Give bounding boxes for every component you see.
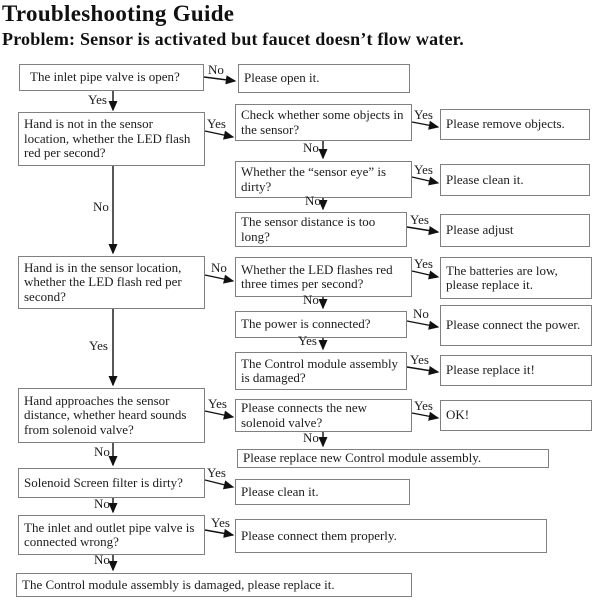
edge-label-dist-yes: Yes	[410, 212, 429, 227]
flow-box-sensor-eye-dirty: Whether the “sensor eye” is dirty?	[235, 161, 412, 198]
edge-label-inlet-yes: Yes	[88, 92, 107, 107]
flow-box-connect-properly: Please connect them properly.	[235, 519, 547, 553]
flow-box-final-damaged: The Control module assembly is damaged, …	[16, 573, 412, 597]
flow-box-control-damaged: The Control module assembly is damaged?	[235, 352, 407, 390]
edge-label-led3-yes: Yes	[414, 256, 433, 271]
edge-label-handnot-yes: Yes	[207, 116, 226, 131]
arrow-inlet-no	[203, 75, 237, 85]
flow-box-clean-it: Please clean it.	[440, 164, 590, 196]
edge-label-ctrl-yes: Yes	[410, 352, 429, 367]
edge-label-handin-yes: Yes	[89, 338, 108, 353]
arrow-approach-yes	[204, 410, 235, 420]
arrow-pipes-yes	[204, 528, 235, 538]
flow-box-replace-it: Please replace it!	[440, 355, 592, 386]
problem-statement: Problem: Sensor is activated but faucet …	[2, 29, 464, 49]
flow-box-hand-approaches: Hand approaches the sensor distance, whe…	[18, 388, 205, 443]
flow-box-power-connected: The power is connected?	[235, 311, 407, 338]
arrow-handnot-yes	[204, 130, 235, 140]
flow-box-please-adjust: Please adjust	[440, 214, 590, 247]
edge-label-eye-no: No	[305, 193, 321, 208]
edge-label-power-yes: Yes	[298, 333, 317, 348]
flow-box-replace-new-control: Please replace new Control module assemb…	[237, 449, 549, 468]
flow-box-hand-not-in-sensor: Hand is not in the sensor location, whet…	[18, 112, 205, 166]
edge-label-eye-yes: Yes	[414, 162, 433, 177]
edge-label-approach-no: No	[94, 444, 110, 459]
flow-box-inlet-valve-open: The inlet pipe valve is open?	[19, 64, 204, 91]
edge-label-approach-yes: Yes	[208, 396, 227, 411]
flow-box-open-it: Please open it.	[238, 64, 410, 93]
flow-box-ok: OK!	[440, 400, 592, 431]
flow-box-led-flashes-three: Whether the LED flashes red three times …	[235, 257, 412, 297]
flow-box-clean-it-2: Please clean it.	[235, 479, 410, 505]
flow-box-connect-new-solenoid: Please connects the new solenoid valve?	[235, 399, 412, 432]
flow-box-objects-in-sensor: Check whether some objects in the sensor…	[235, 104, 412, 141]
edge-label-solenoid-yes: Yes	[414, 398, 433, 413]
arrow-objects-yes	[411, 120, 440, 130]
arrow-dist-yes	[406, 226, 440, 236]
flow-box-sensor-distance-long: The sensor distance is too long?	[235, 212, 407, 247]
flow-box-inlet-outlet-wrong: The inlet and outlet pipe valve is conne…	[18, 515, 205, 555]
arrow-solenoid-yes	[411, 411, 440, 421]
page-title: Troubleshooting Guide	[2, 1, 235, 26]
arrow-handin-no	[204, 274, 235, 284]
edge-label-handin-no: No	[211, 260, 227, 275]
edge-label-filter-no: No	[94, 496, 110, 511]
arrow-led3-yes	[411, 270, 440, 280]
arrow-ctrl-yes	[406, 366, 440, 376]
flow-box-batteries-low: The batteries are low, please replace it…	[440, 257, 592, 299]
edge-label-filter-yes: Yes	[207, 465, 226, 480]
arrow-filter-yes	[204, 479, 235, 490]
flow-box-solenoid-filter-dirty: Solenoid Screen filter is dirty?	[18, 468, 205, 498]
edge-label-objects-yes: Yes	[414, 107, 433, 122]
flow-box-connect-power: Please connect the power.	[440, 305, 592, 346]
flow-box-hand-in-sensor: Hand is in the sensor location, whether …	[18, 256, 205, 309]
arrow-power-no	[406, 320, 440, 330]
edge-label-objects-no: No	[303, 140, 319, 155]
edge-label-pipes-yes: Yes	[211, 515, 230, 530]
arrow-eye-yes	[411, 176, 440, 186]
edge-label-inlet-no: No	[208, 62, 224, 77]
edge-label-handnot-no: No	[93, 199, 109, 214]
edge-label-led3-no: No	[303, 292, 319, 307]
edge-label-solenoid-no: No	[303, 430, 319, 445]
flow-box-remove-objects: Please remove objects.	[440, 109, 590, 140]
edge-label-power-no: No	[413, 306, 429, 321]
edge-label-pipes-no: No	[94, 552, 110, 567]
